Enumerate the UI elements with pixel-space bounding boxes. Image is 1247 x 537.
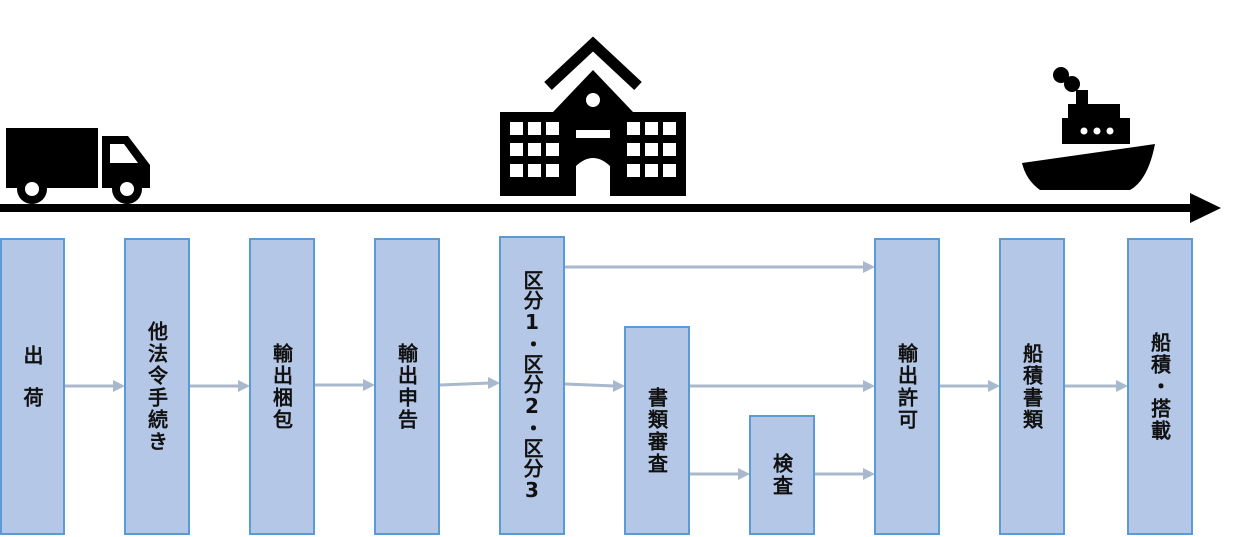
step-loading-docs-box: 船積書類 <box>999 238 1065 535</box>
truck-icon <box>6 128 150 204</box>
step-loading-docs-label: 船積書類 <box>1019 342 1044 431</box>
step-shipment-label: 出荷 <box>20 344 44 429</box>
ship-icon <box>1022 67 1155 190</box>
flow-arrows <box>65 261 1128 480</box>
step-declaration-box: 輸出申告 <box>374 238 440 535</box>
step-inspection-box: 検査 <box>749 415 815 535</box>
timeline-arrow <box>0 193 1221 223</box>
arrow-loadingdocs-to-loading <box>1065 380 1128 392</box>
arrow-otherlaws-to-packing <box>189 380 250 392</box>
arrow-inspection-to-permit <box>815 468 875 480</box>
government-building-icon <box>500 36 686 196</box>
step-declaration-label: 輸出申告 <box>394 342 419 431</box>
step-inspection-label: 検査 <box>769 453 794 497</box>
step-shipment-box: 出荷 <box>0 238 65 535</box>
arrow-category-to-review <box>564 380 625 392</box>
step-category-label: 区分1・区分2・区分3 <box>520 269 544 502</box>
step-loading-box: 船積・搭載 <box>1127 238 1193 535</box>
step-permit-label: 輸出許可 <box>894 342 919 431</box>
arrow-declaration-to-category <box>439 377 500 389</box>
step-permit-box: 輸出許可 <box>874 238 940 535</box>
step-packing-box: 輸出梱包 <box>249 238 315 535</box>
arrow-review-to-permit <box>690 380 875 392</box>
arrow-shipment-to-otherlaws <box>65 380 125 392</box>
step-other-laws-box: 他法令手続き <box>124 238 190 535</box>
step-document-review-box: 書類審査 <box>624 326 690 535</box>
step-document-review-label: 書類審査 <box>644 386 669 475</box>
arrow-permit-to-loadingdocs <box>940 380 1000 392</box>
step-loading-label: 船積・搭載 <box>1147 331 1172 442</box>
arrow-category-to-permit-top <box>565 261 875 273</box>
step-other-laws-label: 他法令手続き <box>144 320 169 453</box>
step-category-box: 区分1・区分2・区分3 <box>499 236 565 535</box>
arrow-review-to-inspection <box>690 468 750 480</box>
step-packing-label: 輸出梱包 <box>269 342 294 431</box>
